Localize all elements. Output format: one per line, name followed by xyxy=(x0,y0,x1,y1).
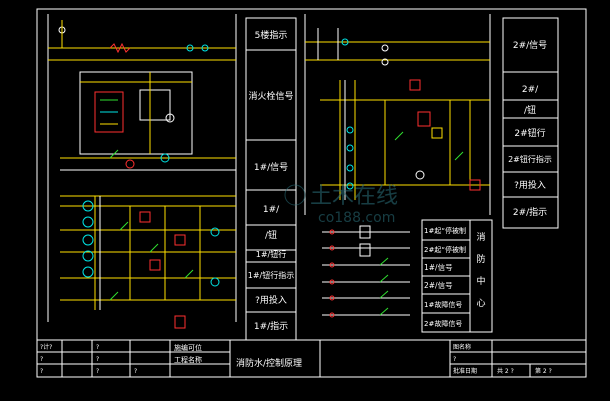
terminal-table: 1#起“停被制 2#起“停被制 1#/信号 2#/信号 1#故障信号 2#故障信… xyxy=(421,219,493,333)
left-label-9: 1#/指示 xyxy=(254,320,288,332)
left-label-6: 1#/钮行 xyxy=(256,249,287,259)
tb-cell-1: ?计? xyxy=(40,343,52,351)
left-label-8: ?用投入 xyxy=(255,294,287,306)
fire-center-char-1: 消 xyxy=(476,231,485,243)
left-label-5: /钮 xyxy=(265,229,277,241)
terminal-row-1: 1#起“停被制 xyxy=(424,226,466,235)
watermark-line1: 土木在线 xyxy=(310,184,398,209)
right-label-5: 2#钮行指示 xyxy=(508,154,552,164)
drawing-title: 消防水/控制原理 xyxy=(236,357,302,369)
left-control-circuit xyxy=(47,14,237,329)
title-block: ?计? ? ? ? ? ? ? 施编可位 工程名称 消防水/控制原理 图名称 ?… xyxy=(37,339,586,377)
left-label-column: 5楼指示 消火栓信号 1#/信号 1#/ /钮 1#/钮行 1#/钮行指示 ?用… xyxy=(245,17,297,341)
fire-center-char-4: 心 xyxy=(476,298,485,309)
watermark-line2: co188.com xyxy=(318,210,395,226)
tb-right-3: 批准日期 xyxy=(453,367,477,375)
tb-right-2: ? xyxy=(453,356,456,363)
tb-right-1: 图名称 xyxy=(453,343,471,351)
left-label-2: 消火栓信号 xyxy=(248,90,293,102)
right-label-6: ?用投入 xyxy=(514,179,546,191)
terminal-row-3: 1#/信号 xyxy=(424,262,453,272)
right-label-7: 2#/指示 xyxy=(513,206,547,218)
left-label-1: 5楼指示 xyxy=(255,29,288,41)
tb-cell-4: ? xyxy=(96,344,99,351)
right-control-circuit xyxy=(304,14,491,318)
tb-right-4: 共 2 ? xyxy=(497,367,514,375)
tb-cell-3: ? xyxy=(40,368,43,375)
tb-cell-5: ? xyxy=(96,356,99,363)
right-label-column: 2#/信号 2#/ /钮 2#钮行 2#钮行指示 ?用投入 2#/指示 xyxy=(502,17,559,229)
tb-unit-label: 施编可位 xyxy=(174,343,202,352)
right-label-4: 2#钮行 xyxy=(514,127,545,139)
drawing-frame xyxy=(36,8,587,378)
left-label-7: 1#/钮行指示 xyxy=(248,270,295,280)
tb-cell-2: ? xyxy=(40,356,43,363)
terminal-row-4: 2#/信号 xyxy=(424,280,453,290)
terminal-row-2: 2#起“停被制 xyxy=(424,245,466,254)
left-label-3: 1#/信号 xyxy=(254,161,288,173)
right-label-3: /钮 xyxy=(524,104,536,116)
terminal-row-6: 2#故障信号 xyxy=(424,319,462,328)
watermark: 土木在线 co188.com xyxy=(284,184,398,226)
tb-project-label: 工程名称 xyxy=(174,355,202,364)
tb-right-5: 第 2 ? xyxy=(535,367,552,375)
fire-center-char-2: 防 xyxy=(476,253,485,265)
terminal-row-5: 1#故障信号 xyxy=(424,300,462,309)
fire-center-char-3: 中 xyxy=(476,275,485,287)
right-label-1: 2#/信号 xyxy=(513,39,547,51)
tb-cell-6: ? xyxy=(96,368,99,375)
tb-cell-7: ? xyxy=(134,368,137,375)
right-label-2: 2#/ xyxy=(522,85,539,95)
left-label-4: 1#/ xyxy=(263,205,280,215)
